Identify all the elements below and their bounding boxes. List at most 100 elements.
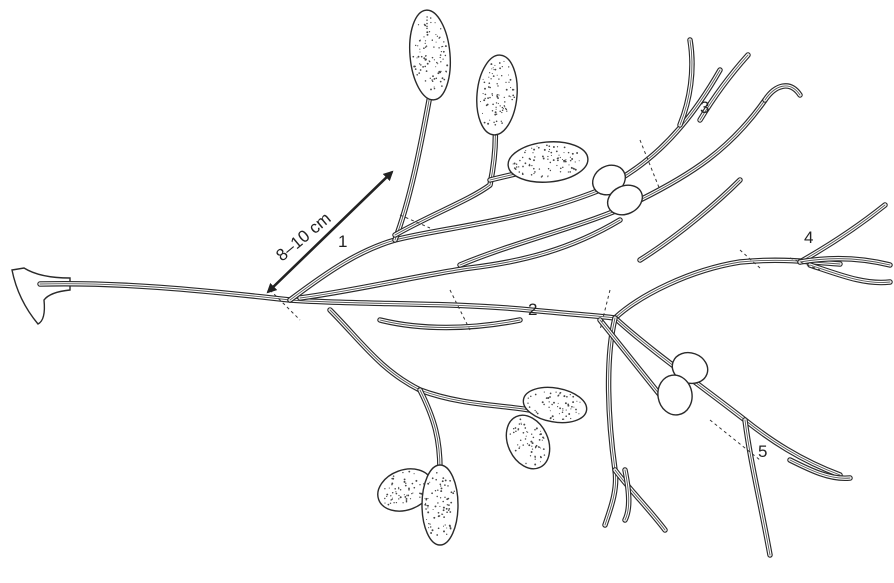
stipple-dot [443,79,445,81]
stipple-dot [557,146,558,147]
stipple-dot [430,532,432,534]
stipple-dot [532,152,533,153]
stipple-dot [487,97,489,99]
node-label-3: 3 [700,98,709,117]
stipple-dot [570,408,571,409]
stipple-dot [424,24,426,26]
stipple-dot [565,415,567,417]
stipple-dot [542,155,544,157]
receptacle [406,8,454,101]
stipple-dot [427,498,428,499]
stipple-dot [550,393,552,395]
stipple-dot [501,112,502,113]
stipple-dot [543,404,545,406]
stipple-dot [445,55,446,56]
stipple-dot [407,494,409,496]
stipple-dot [572,153,574,155]
stipple-dot [429,482,430,483]
stipple-dot [562,159,563,160]
stipple-dot [573,168,575,170]
stipple-dot [425,55,426,56]
stipple-dot [523,432,525,434]
stipple-dot [414,473,415,474]
stipple-dot [439,483,441,485]
stipple-dot [579,160,580,161]
stipple-dot [445,45,447,47]
stipple-dot [384,498,385,499]
stipple-dot [522,444,523,445]
stipple-dot [496,102,497,103]
stipple-dot [494,65,495,66]
stipple-dot [440,485,441,486]
stipple-dot [508,95,509,96]
stipple-dot [437,502,438,503]
stipple-dot [550,170,551,171]
stipple-dot [497,97,499,99]
stipple-dot [521,423,522,424]
stipple-dot [398,488,399,489]
stipple-dot [484,122,486,124]
stipple-dot [430,17,432,19]
stipple-dot [565,402,567,404]
branch-outline [40,284,290,300]
stipple-dot [394,488,396,490]
stipple-dot [437,489,438,490]
stipple-dot [400,489,402,491]
stipple-dot [526,436,527,437]
stipple-dot [391,484,392,485]
stipple-dot [393,502,394,503]
stipple-dot [575,409,577,411]
stipple-dot [485,94,487,96]
stipple-dot [446,508,448,510]
stipple-dot [510,96,511,97]
stipple-dot [425,499,427,501]
stipple-dot [540,461,541,462]
stipple-dot [438,512,440,514]
stipple-dot [530,441,532,443]
stipple-dot [532,442,534,444]
stipple-dot [436,62,437,63]
stipple-dot [402,502,403,503]
stipple-dot [390,503,391,504]
stipple-dot [430,88,432,90]
stipple-dot [443,530,445,532]
stipple-dot [392,492,393,493]
stipple-dot [431,79,433,81]
branch-midrib [605,318,616,525]
receptacle [422,465,458,545]
stipple-dot [429,31,430,32]
stipple-dot [555,391,556,392]
stipple-dot [530,396,531,397]
stipple-dot [519,446,520,447]
stipple-dot [488,86,490,88]
stipple-dot [420,64,422,66]
stipple-dot [493,75,495,77]
stipple-dot [502,107,503,108]
stipple-dot [571,406,573,408]
stipple-dot [426,28,428,30]
stipple-dot [436,42,437,43]
stipple-dot [431,492,433,494]
stipple-dot [425,43,426,44]
stipple-dot [520,419,521,420]
stipple-dot [496,120,498,122]
stipple-dot [560,392,561,393]
stipple-dot [575,161,576,162]
stipple-dot [389,488,390,489]
stipple-dot [451,491,453,493]
stipple-dot [437,63,438,64]
stipple-dot [430,524,431,525]
stipple-dot [543,448,545,450]
stipple-dot [566,396,568,398]
stipple-dot [432,75,434,77]
stipple-dot [544,392,545,393]
stipple-dot [508,82,509,83]
stipple-dot [558,403,559,404]
stipple-dot [440,28,441,29]
stipple-dot [490,63,492,65]
stipple-dot [441,85,443,87]
receptacles [372,8,590,545]
stipple-dot [531,174,533,176]
stipple-dot [443,41,444,42]
stipple-dot [549,401,550,402]
